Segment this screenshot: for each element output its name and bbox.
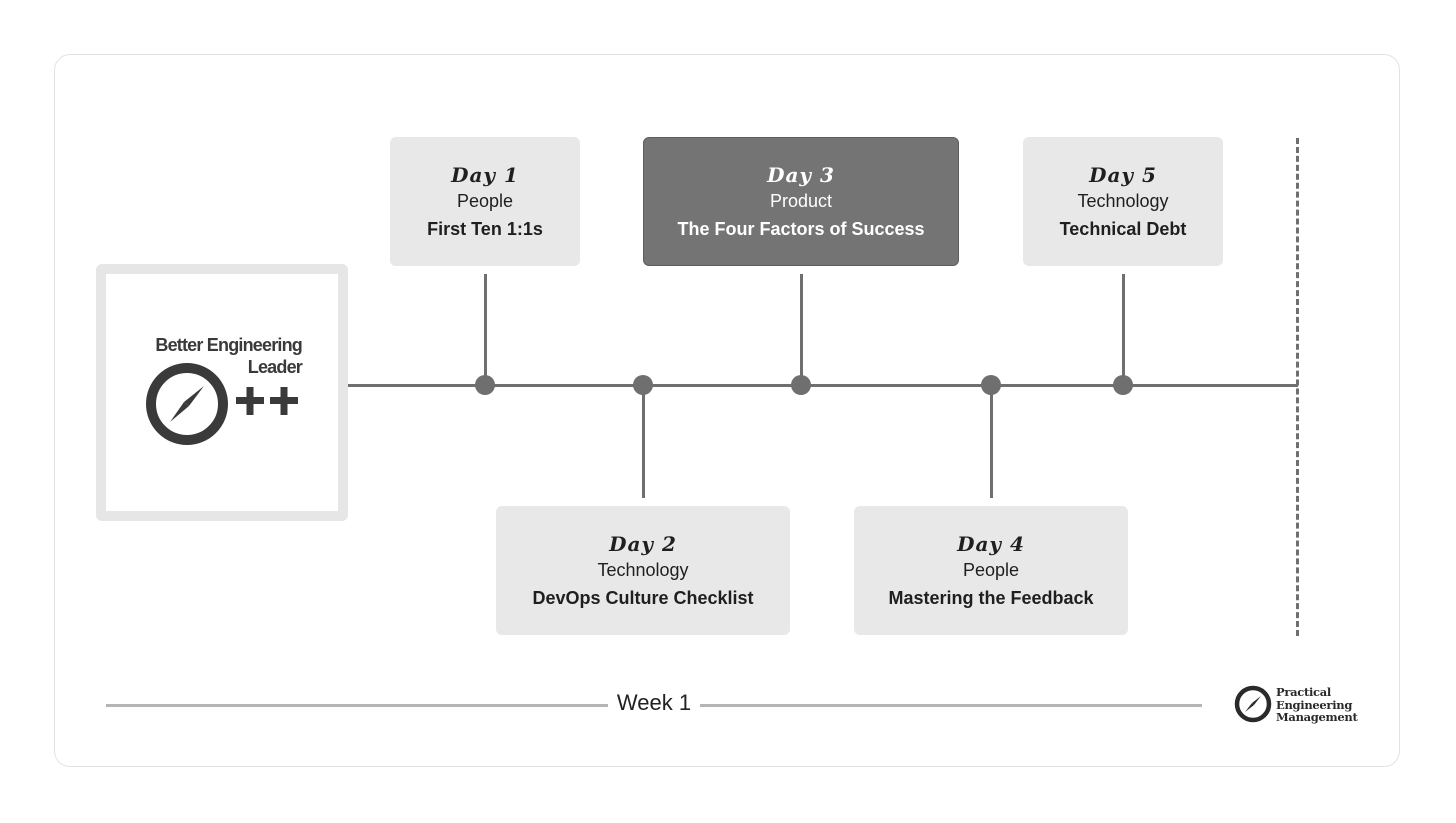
day-card-1: Day 1 People First Ten 1:1s xyxy=(390,137,580,266)
day-card-5: Day 5 Technology Technical Debt xyxy=(1023,137,1223,266)
day-topic: First Ten 1:1s xyxy=(427,219,543,239)
timeline-line xyxy=(348,384,1298,387)
plus-plus-icon xyxy=(236,387,298,415)
day-card-3: Day 3 Product The Four Factors of Succes… xyxy=(643,137,959,266)
timeline-node-day-1 xyxy=(475,375,495,395)
day-category: People xyxy=(456,191,514,211)
week-line-left xyxy=(106,704,608,707)
day-topic: The Four Factors of Success xyxy=(677,219,925,239)
day-card-2: Day 2 Technology DevOps Culture Checklis… xyxy=(496,506,790,635)
connector-day-2 xyxy=(642,386,645,498)
day-label: Day 1 xyxy=(451,163,519,187)
day-topic: DevOps Culture Checklist xyxy=(532,588,754,608)
compass-icon xyxy=(1234,685,1272,723)
connector-day-1 xyxy=(484,274,487,386)
week-line-right xyxy=(700,704,1202,707)
connector-day-5 xyxy=(1122,274,1125,386)
logo-title: Better Engineering Leader xyxy=(130,334,302,378)
connector-day-3 xyxy=(800,274,803,386)
day-category: People xyxy=(962,560,1020,580)
day-label: Day 3 xyxy=(767,163,835,187)
week-label: Week 1 xyxy=(616,690,692,715)
day-topic: Mastering the Feedback xyxy=(888,588,1094,608)
timeline-node-day-3 xyxy=(791,375,811,395)
day-label: Day 5 xyxy=(1089,163,1157,187)
day-label: Day 2 xyxy=(609,532,677,556)
logo-title-line2: Leader xyxy=(247,357,303,377)
day-category: Product xyxy=(769,191,833,211)
logo-title-line1: Better Engineering xyxy=(155,335,302,355)
timeline-node-day-5 xyxy=(1113,375,1133,395)
timeline-node-day-4 xyxy=(981,375,1001,395)
day-category: Technology xyxy=(1077,191,1169,211)
day-topic: Technical Debt xyxy=(1059,219,1187,239)
day-category: Technology xyxy=(597,560,689,580)
compass-icon xyxy=(146,363,228,445)
brand-line2: Engineering xyxy=(1276,697,1353,712)
brand-wordmark: Practical Engineering Management xyxy=(1276,686,1358,724)
day-label: Day 4 xyxy=(957,532,1025,556)
day-card-4: Day 4 People Mastering the Feedback xyxy=(854,506,1128,635)
week-end-dashed-line xyxy=(1296,138,1299,636)
brand-line1: Practical xyxy=(1276,685,1331,699)
connector-day-4 xyxy=(990,386,993,498)
timeline-node-day-2 xyxy=(633,375,653,395)
brand-line3: Management xyxy=(1276,710,1358,724)
